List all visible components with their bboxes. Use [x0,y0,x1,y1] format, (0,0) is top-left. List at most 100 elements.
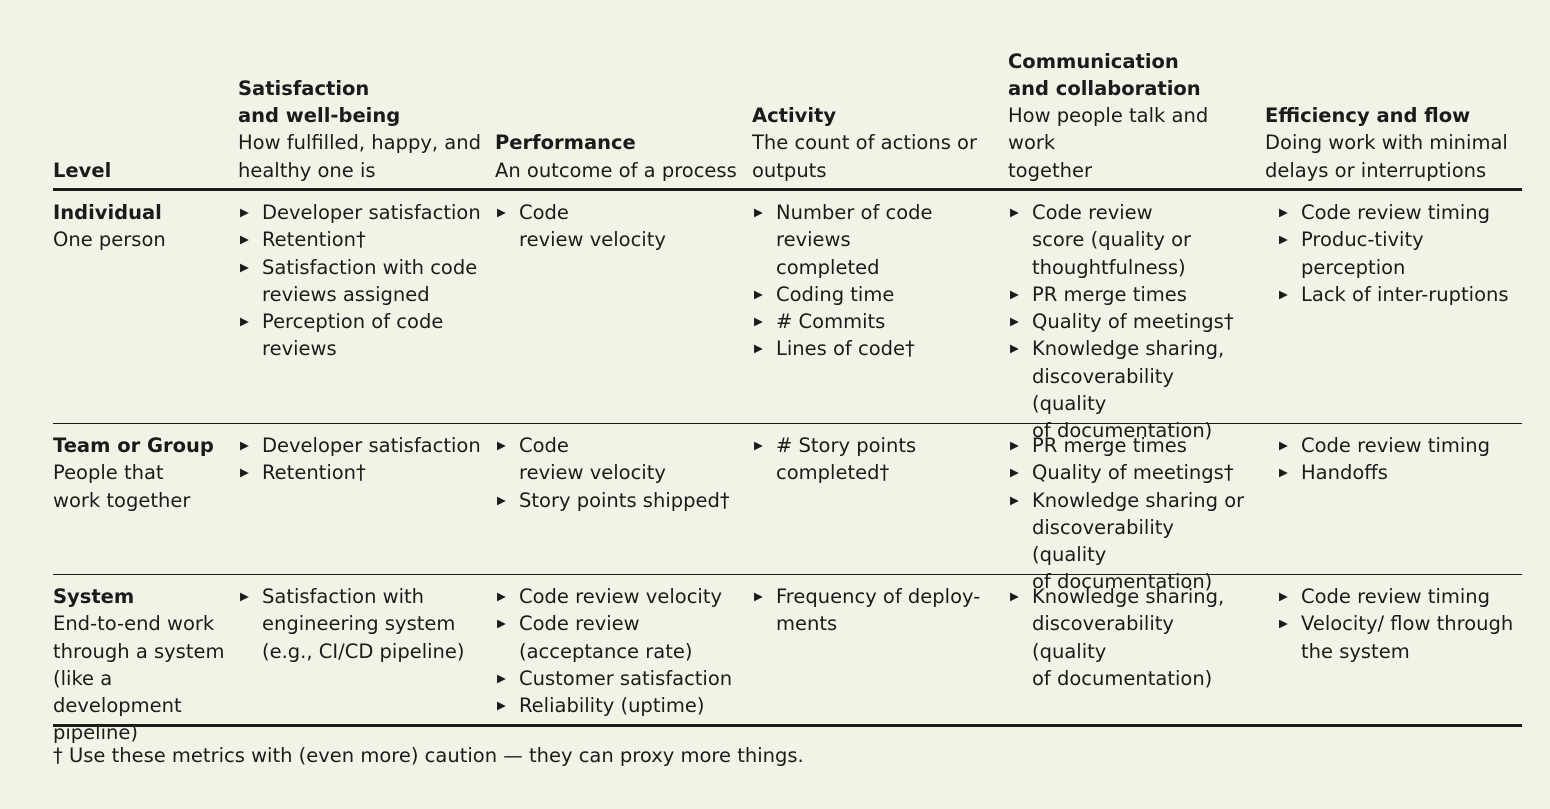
metric-text: Code [519,434,569,457]
metric-text: perception [1301,255,1406,279]
metric-list: Knowledge sharing, discoverability (quali… [1008,583,1253,692]
header-title: Satisfaction and well-being [238,75,483,130]
metric-text: PR merge times [1032,282,1187,306]
metric-item: Story points shipped† [495,487,740,515]
metric-text: (acceptance rate) [519,639,693,663]
metric-item: PR merge times [1008,281,1253,309]
metric-list: PR merge timesQuality of meetings†Knowle… [1008,432,1253,596]
metric-text: engineering system [262,612,456,636]
level-description-line: People that [53,461,164,485]
metric-text: Perception of code [262,310,444,334]
header-title: Performance [495,129,740,156]
efficiency-cell: Code review timingVelocity/ flow through… [1265,583,1520,665]
header-title-line: Satisfaction [238,76,370,100]
metric-text: Code [519,201,569,224]
metric-item: # Commits [752,308,1004,336]
metric-text: Handoffs [1301,461,1388,485]
activity-cell: # Story points completed† [752,432,1004,487]
metric-item: Frequency of deploy-ments [752,583,1004,638]
metric-text: # Story points [776,434,917,457]
level-description-line: (like a development [53,666,182,718]
metric-item: Knowledge sharing or discoverability (qua… [1008,487,1253,596]
metric-item: Code review velocity [495,583,740,611]
row-divider [53,423,1522,424]
header-description-line: An outcome of a process [495,158,737,182]
header-description: Doing work with minimal delays or interr… [1265,129,1520,184]
metric-text: Knowledge sharing or [1032,488,1245,512]
metric-text: Lines of code† [776,337,915,361]
metric-item: Developer satisfaction [238,432,483,460]
metric-text: of documentation) [1032,666,1213,690]
metric-item: Customer satisfaction [495,665,740,693]
header-title-line: Communication [1008,49,1179,73]
metric-text: Knowledge sharing, [1032,585,1225,608]
metric-item: Code review timing [1265,199,1520,227]
metric-item: Reliability (uptime) [495,692,740,720]
metric-item: PR merge times [1008,432,1253,460]
activity-cell: Frequency of deploy-ments [752,583,1004,638]
header-title: Activity [752,102,1004,129]
metric-text: Satisfaction with code [262,255,478,279]
row-divider [53,574,1522,575]
level-description-line: through a system [53,639,225,663]
metric-text: Code review [519,612,640,636]
metric-text: reviews [262,337,337,361]
metric-list: Developer satisfactionRetention† [238,432,483,487]
metric-text: Reliability (uptime) [519,694,705,718]
metric-text: thoughtfulness) [1032,255,1186,279]
header-level: Level [53,157,233,184]
header-description: An outcome of a process [495,157,740,184]
header-title-line: and well-being [238,104,401,128]
metric-text: # Commits [776,310,886,334]
metric-list: Developer satisfactionRetention†Satisfac… [238,199,483,363]
metric-text: Developer satisfaction [262,201,481,224]
level-name: System [53,585,135,608]
footnote: † Use these metrics with (even more) cau… [53,744,804,767]
metric-item: Retention† [238,459,483,487]
header-description: How fulfilled, happy, and healthy one is [238,129,483,184]
metric-text: Knowledge sharing, [1032,337,1225,361]
metric-text: Produc-tivity [1301,228,1424,252]
metric-text: completed† [776,461,890,485]
metric-text: PR merge times [1032,434,1187,457]
metric-item: Perception of code reviews [238,308,483,363]
metric-text: discoverability (quality [1032,612,1174,663]
metric-text: reviews assigned [262,282,430,306]
efficiency-cell: Code review timingHandoffs [1265,432,1520,487]
metric-text: Number of code reviews [776,201,933,252]
header-description-line: healthy one is [238,158,376,182]
communication-cell: Knowledge sharing, discoverability (quali… [1008,583,1253,692]
metric-item: Retention† [238,226,483,254]
metric-item: Quality of meetings† [1008,459,1253,487]
metric-item: Code review timing [1265,583,1520,611]
metric-text: discoverability (quality [1032,515,1174,567]
metric-text: discoverability (quality [1032,364,1174,416]
metric-item: Lines of code† [752,335,1004,363]
header-description-line: The count of actions or [752,131,978,155]
metric-item: Handoffs [1265,459,1520,487]
communication-cell: PR merge timesQuality of meetings†Knowle… [1008,432,1253,596]
metric-item: # Story points completed† [752,432,1004,487]
header-description-line: How fulfilled, happy, and [238,131,481,155]
level-description-line: End-to-end work [53,612,215,636]
satisfaction-cell: Developer satisfactionRetention† [238,432,483,487]
metric-item: Quality of meetings† [1008,308,1253,336]
performance-cell: Code review velocityCode review (acceptan… [495,583,740,720]
